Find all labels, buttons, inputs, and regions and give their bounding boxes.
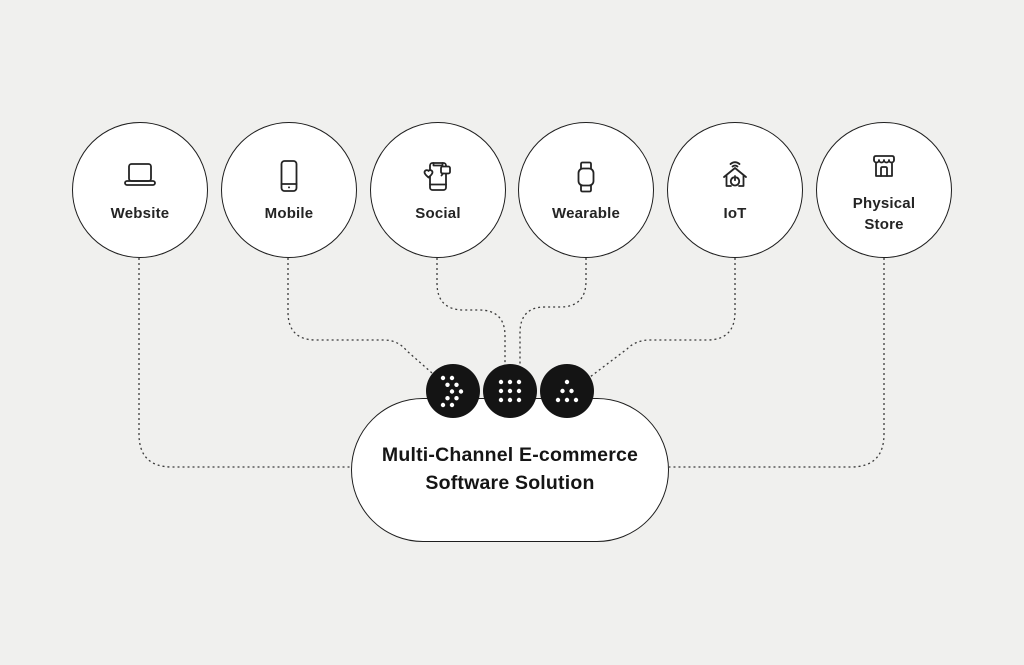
channel-physical-store: Physical Store <box>816 122 952 258</box>
hub-node: Multi-Channel E-commerce Software Soluti… <box>351 398 669 542</box>
connector-social <box>436 258 506 365</box>
connector-iot <box>589 258 736 378</box>
connector-physical-store <box>669 258 885 468</box>
channel-social: Social <box>370 122 506 258</box>
channel-label: Website <box>110 205 170 223</box>
channel-iot: IoT <box>667 122 803 258</box>
hub-title-line1: Multi-Channel E-commerce <box>381 444 639 467</box>
connector-wearable <box>519 258 587 366</box>
connector-website <box>138 258 351 468</box>
smart-home-icon <box>723 161 747 188</box>
dotted-arrow-icon <box>440 375 464 408</box>
channel-mobile: Mobile <box>221 122 357 258</box>
smartwatch-icon <box>577 161 595 193</box>
channel-label: Physical Store <box>852 194 916 233</box>
dot-triangle-icon <box>555 379 579 403</box>
storefront-icon <box>873 154 895 177</box>
social-phone-icon <box>423 162 451 192</box>
channel-label: Social <box>415 205 461 223</box>
dot-grid-icon <box>498 379 522 403</box>
channel-label: Mobile <box>264 205 314 223</box>
channel-label: Wearable <box>551 205 621 223</box>
hub-badge-triangle <box>540 364 594 418</box>
channel-website: Website <box>72 122 208 258</box>
hub-title: Multi-Channel E-commerce Software Soluti… <box>382 442 638 497</box>
hub-badge-grid <box>483 364 537 418</box>
smartphone-icon <box>280 160 298 193</box>
hub-title-line2: Software Solution <box>425 472 595 494</box>
channel-label: IoT <box>723 205 747 223</box>
laptop-icon <box>124 163 156 187</box>
channel-wearable: Wearable <box>518 122 654 258</box>
connector-mobile <box>287 258 433 374</box>
hub-badge-arrow <box>426 364 480 418</box>
